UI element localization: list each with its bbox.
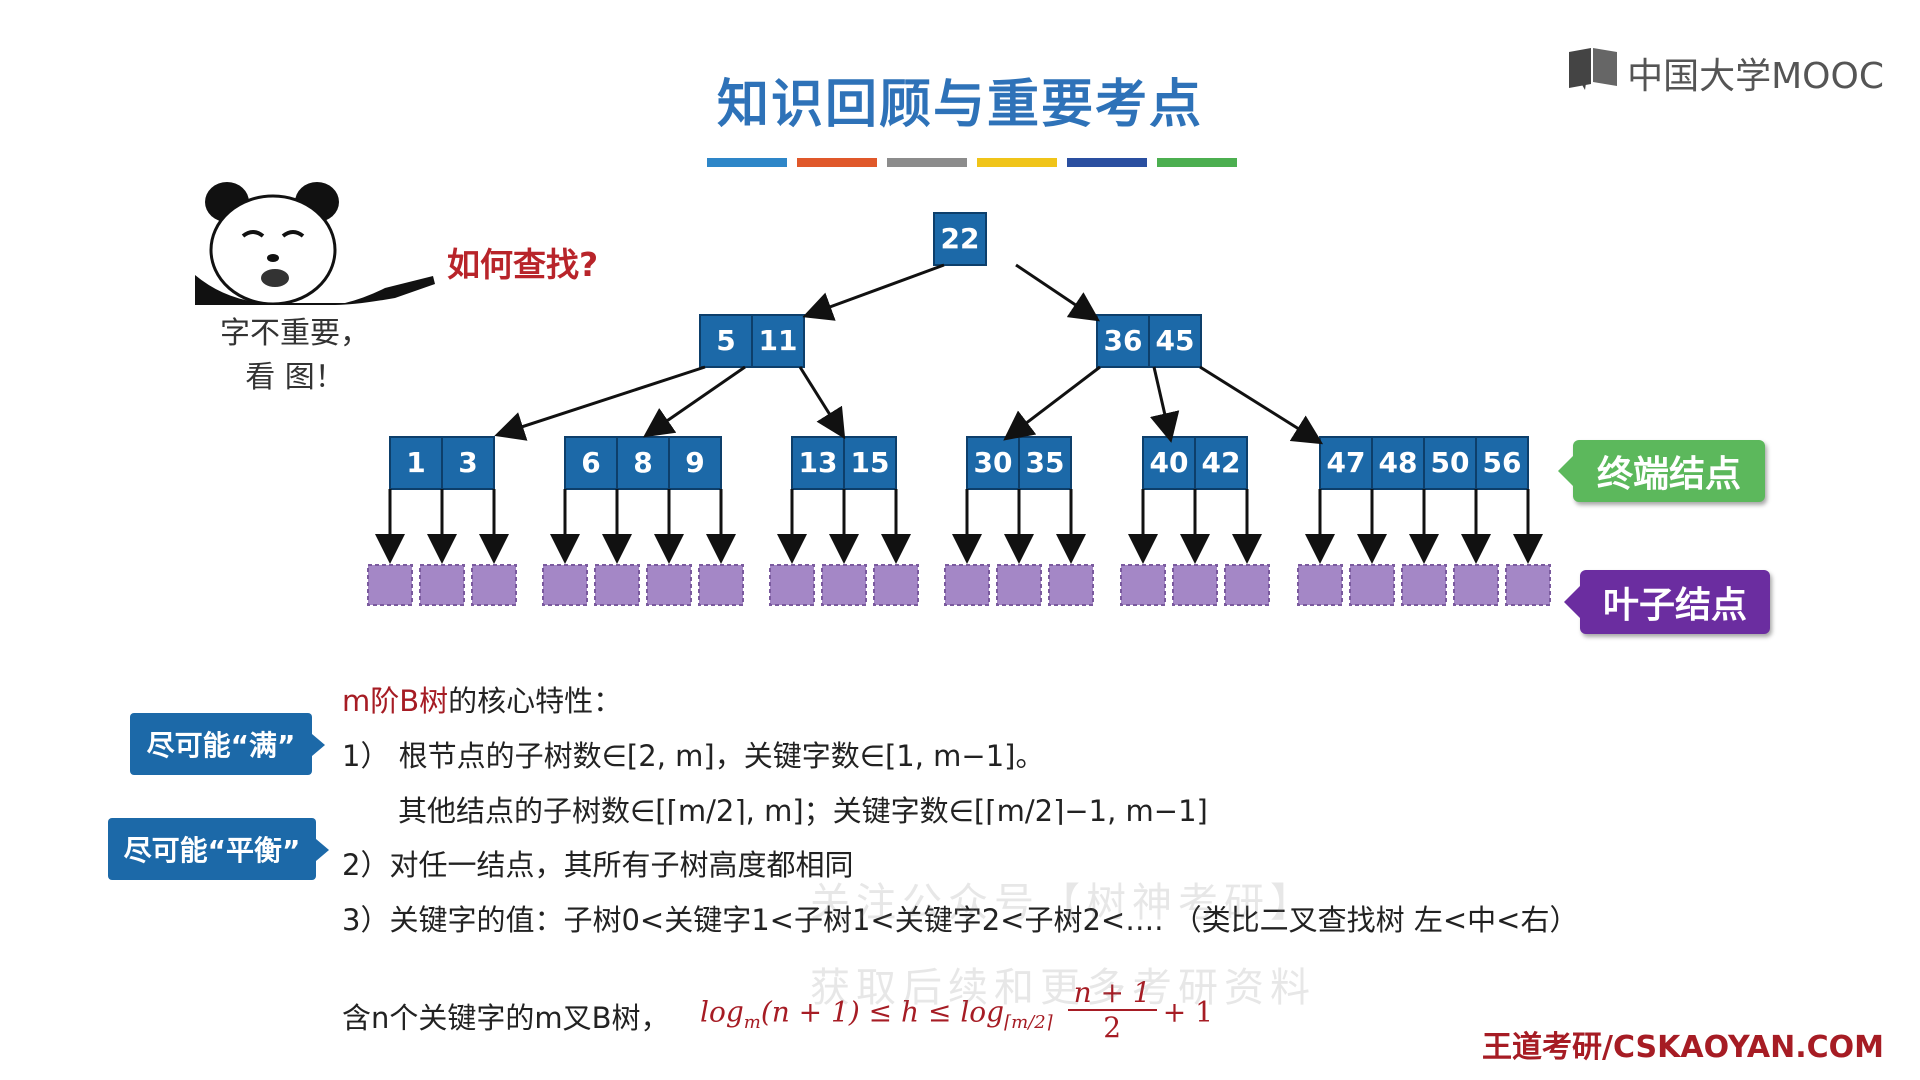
btree-leaf-node (1401, 564, 1447, 606)
btree-leaf-node (471, 564, 517, 606)
btree-terminal-node-key: 35 (1026, 446, 1065, 479)
title-color-bar (1157, 158, 1237, 167)
btree-leaf-node (419, 564, 465, 606)
btree-edge (1199, 365, 1324, 445)
prop-line-1b: 其他结点的子树数∈[⌈m/2⌉, m]；关键字数∈[⌈m/2⌉−1, m−1] (398, 794, 1208, 828)
btree-leaf-node (1120, 564, 1166, 606)
btree-terminal-node-key: 50 (1431, 446, 1470, 479)
btree-edge (802, 263, 945, 321)
btree-leaf-node (646, 564, 692, 606)
watermark-line-2: 获取后续和更多考研资料 (810, 965, 1316, 1011)
btree-leaf-node (1349, 564, 1395, 606)
btree-leaf-node (769, 564, 815, 606)
panda-meme (195, 180, 435, 309)
brand-name: 中国大学MOOC (1627, 55, 1884, 97)
btree-leaf-node (367, 564, 413, 606)
btree-terminal-node-key: 15 (851, 446, 890, 479)
btree-level2-node-key: 11 (759, 324, 798, 357)
btree-terminal-node-key: 8 (633, 446, 652, 479)
title-color-bar (977, 158, 1057, 167)
btree-edge (643, 365, 746, 438)
btree-leaf-node (821, 564, 867, 606)
balance-tag: 尽可能“平衡” (108, 818, 316, 880)
props-heading-rest: 的核心特性： (448, 684, 623, 718)
brand: 中国大学MOOC (1565, 46, 1884, 99)
btree-edge (1003, 365, 1101, 441)
btree-leaf-node (996, 564, 1042, 606)
btree-terminal-node-key: 48 (1379, 446, 1418, 479)
prop-line-2: 2）对任一结点，其所有子树高度都相同 (342, 848, 854, 882)
formula-tail: + 1 (1162, 995, 1213, 1029)
props-heading: m阶B树的核心特性： (342, 678, 622, 720)
terminal-tag-pointer-icon (1558, 455, 1574, 487)
btree-terminal-node-key: 30 (974, 446, 1013, 479)
full-tag-pointer-icon (312, 734, 325, 756)
btree-leaf-node (1453, 564, 1499, 606)
panda-caption: 字不重要， 看 图！ (200, 312, 390, 400)
formula-denominator: 2 (1103, 1011, 1122, 1044)
mooc-logo-icon (1565, 46, 1621, 99)
formula-middle: (n + 1) ≤ h ≤ log (760, 995, 1005, 1029)
btree-terminal-node-key: 6 (581, 446, 600, 479)
watermark-line-1: 关注公众号【树神考研】 (810, 880, 1316, 926)
prop-line-1: 1） 根节点的子树数∈[2, m]，关键字数∈[1, m−1]。 (342, 739, 1045, 773)
formula-left-sub: m (743, 1012, 761, 1034)
btree-terminal-node-key: 1 (406, 446, 425, 479)
props-heading-red: m阶B树 (342, 684, 449, 718)
btree-leaf-node (944, 564, 990, 606)
btree-edge (798, 366, 846, 440)
btree-terminal-node-key: 9 (685, 446, 704, 479)
btree-leaf-node (698, 564, 744, 606)
btree-terminal-node (564, 436, 722, 490)
prop-line-3: 3）关键字的值：子树0<关键字1<子树1<关键字2<子树2<…. （类比二叉查找… (342, 903, 1579, 937)
btree-edge (1015, 263, 1100, 322)
btree-leaf-node (542, 564, 588, 606)
btree-root (933, 212, 987, 266)
panda-caption-line-2: 看 图！ (245, 360, 345, 395)
bubble-text: 如何查找? (447, 245, 599, 284)
balance-tag-pointer-icon (316, 839, 329, 861)
formula-log-left: log (700, 995, 744, 1029)
btree-edge (1150, 366, 1180, 443)
btree-leaf-node (594, 564, 640, 606)
title-color-bar (887, 158, 967, 167)
terminal-node-tag: 终端结点 (1573, 440, 1765, 502)
btree-leaf-node (1172, 564, 1218, 606)
btree-leaf-node (1224, 564, 1270, 606)
title-color-bar (797, 158, 877, 167)
btree-terminal-node-key: 47 (1327, 446, 1366, 479)
btree-terminal-node-key: 13 (799, 446, 838, 479)
btree-level2-node-key: 36 (1104, 324, 1143, 357)
btree-edge (494, 365, 706, 441)
btree-level2-node-key: 45 (1156, 324, 1195, 357)
prop-line-4: 含n个关键字的m叉B树， (342, 1001, 670, 1035)
footer-brand: 王道考研/CSKAOYAN.COM (1482, 1030, 1884, 1065)
btree-root-key: 22 (941, 222, 980, 255)
btree-leaf-node (1297, 564, 1343, 606)
btree-terminal-node-key: 42 (1202, 446, 1241, 479)
formula-numerator: n + 1 (1067, 976, 1157, 1011)
panda-caption-line-1: 字不重要， (220, 316, 370, 351)
leaf-node-tag: 叶子结点 (1580, 570, 1770, 634)
full-tag: 尽可能“满” (130, 713, 312, 775)
title-color-bar (707, 158, 787, 167)
page-title: 知识回顾与重要考点 (716, 75, 1203, 135)
btree-leaf-node (873, 564, 919, 606)
btree-leaf-node (1505, 564, 1551, 606)
formula-fraction: n + 1 2 (1067, 976, 1157, 1044)
btree-terminal-node-key: 40 (1150, 446, 1189, 479)
btree-terminal-node-key: 56 (1483, 446, 1522, 479)
title-color-bar (1067, 158, 1147, 167)
btree-terminal-node-key: 3 (458, 446, 477, 479)
formula-right-sub: ⌈m/2⌉ (1004, 1012, 1053, 1034)
btree-level2-node-key: 5 (716, 324, 735, 357)
height-formula: logm(n + 1) ≤ h ≤ log⌈m/2⌉ n + 1 2 + 1 (700, 976, 1213, 1048)
panda-meme-icon (195, 182, 435, 306)
leaf-tag-pointer-icon (1564, 586, 1580, 618)
btree-leaf-node (1048, 564, 1094, 606)
